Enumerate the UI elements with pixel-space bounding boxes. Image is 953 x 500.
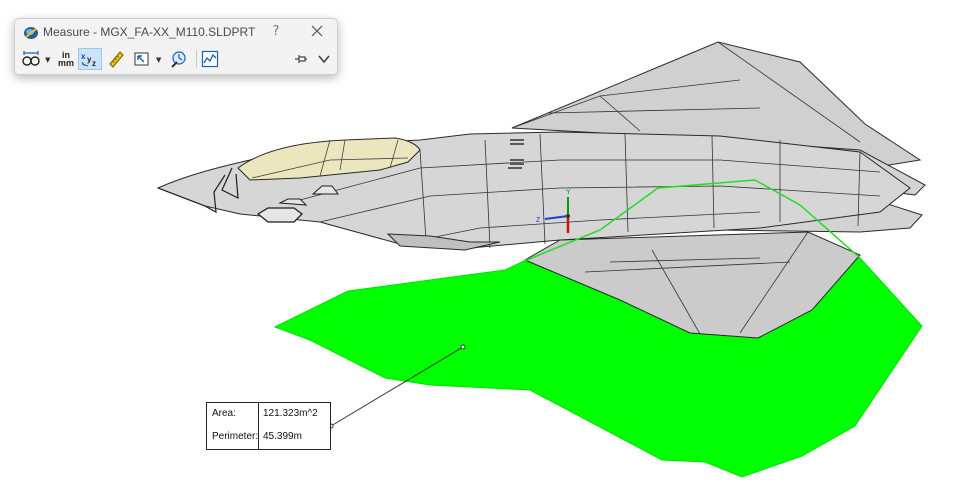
projection-icon: [134, 52, 149, 66]
lower-nozzle: [386, 233, 501, 251]
perimeter-value: 45.399m: [263, 431, 302, 442]
canopy: [237, 137, 421, 181]
measure-app-icon: [24, 27, 38, 39]
units-label: in mm: [57, 50, 74, 68]
chevron-down-icon: [318, 55, 330, 64]
callout-leader: [330, 346, 464, 427]
vent-grille: [508, 139, 524, 169]
side-vent: [311, 185, 339, 195]
intake-hatch: [256, 207, 303, 223]
point-to-point-button[interactable]: [105, 48, 127, 70]
show-xyz-measurements-button[interactable]: x y z: [78, 48, 102, 70]
units-precision-button[interactable]: in mm: [56, 48, 76, 70]
xyz-icon: x y z: [81, 52, 96, 68]
ruler-icon: [109, 51, 124, 68]
coordinate-triad: Y Z: [536, 189, 571, 233]
selection-perimeter-edge: [521, 179, 861, 263]
measurement-callout[interactable]: Area: 121.323m^2 Perimeter: 45.399m: [206, 402, 331, 450]
wing-lower-panel-lines: [584, 231, 809, 335]
arc-circle-dropdown-caret[interactable]: ▼: [45, 56, 51, 64]
help-button[interactable]: ?: [272, 24, 280, 39]
area-value: 121.323m^2: [263, 408, 318, 419]
triad-z-label: Z: [536, 217, 541, 224]
callout-perimeter-row: Perimeter: 45.399m: [207, 426, 330, 449]
dialog-title: Measure - MGX_FA-XX_M110.SLDPRT: [43, 25, 256, 39]
callout-leader-end: [460, 344, 466, 350]
projection-dropdown-caret[interactable]: ▼: [156, 56, 162, 64]
projection-button[interactable]: [131, 48, 153, 70]
dialog-title-bar[interactable]: Measure - MGX_FA-XX_M110.SLDPRT ?: [15, 19, 337, 46]
svg-text:z: z: [92, 59, 96, 68]
svg-text:x: x: [81, 52, 86, 61]
nose-edge: [157, 167, 239, 214]
sensor-icon: [201, 50, 219, 68]
measure-dialog[interactable]: Measure - MGX_FA-XX_M110.SLDPRT ? ▼ in m…: [14, 18, 338, 75]
callout-divider: [258, 403, 259, 449]
arc-circle-measurement-button[interactable]: [20, 48, 42, 70]
collapse-button[interactable]: [315, 48, 333, 70]
toolbar-separator: [196, 50, 197, 68]
callout-area-row: Area: 121.323m^2: [207, 403, 330, 426]
history-icon: [171, 51, 186, 68]
perimeter-label: Perimeter:: [212, 431, 259, 442]
wing-lower: [523, 231, 861, 339]
wing-upper-panel-lines: [511, 41, 861, 143]
area-label: Area:: [212, 408, 236, 419]
close-icon[interactable]: [309, 23, 325, 39]
pin-icon: [295, 55, 307, 63]
fuselage-panel-lines: [299, 133, 881, 249]
measurement-history-button[interactable]: [167, 48, 191, 70]
canopy-frame: [251, 139, 409, 179]
arc-circle-icon: [22, 51, 40, 66]
triad-y-label: Y: [566, 189, 571, 196]
measure-toolbar: ▼ in mm x y z: [15, 48, 337, 72]
pin-button[interactable]: [292, 48, 310, 70]
side-vent-2: [278, 198, 308, 206]
svg-text:y: y: [87, 55, 92, 64]
sensor-button[interactable]: [199, 48, 221, 70]
